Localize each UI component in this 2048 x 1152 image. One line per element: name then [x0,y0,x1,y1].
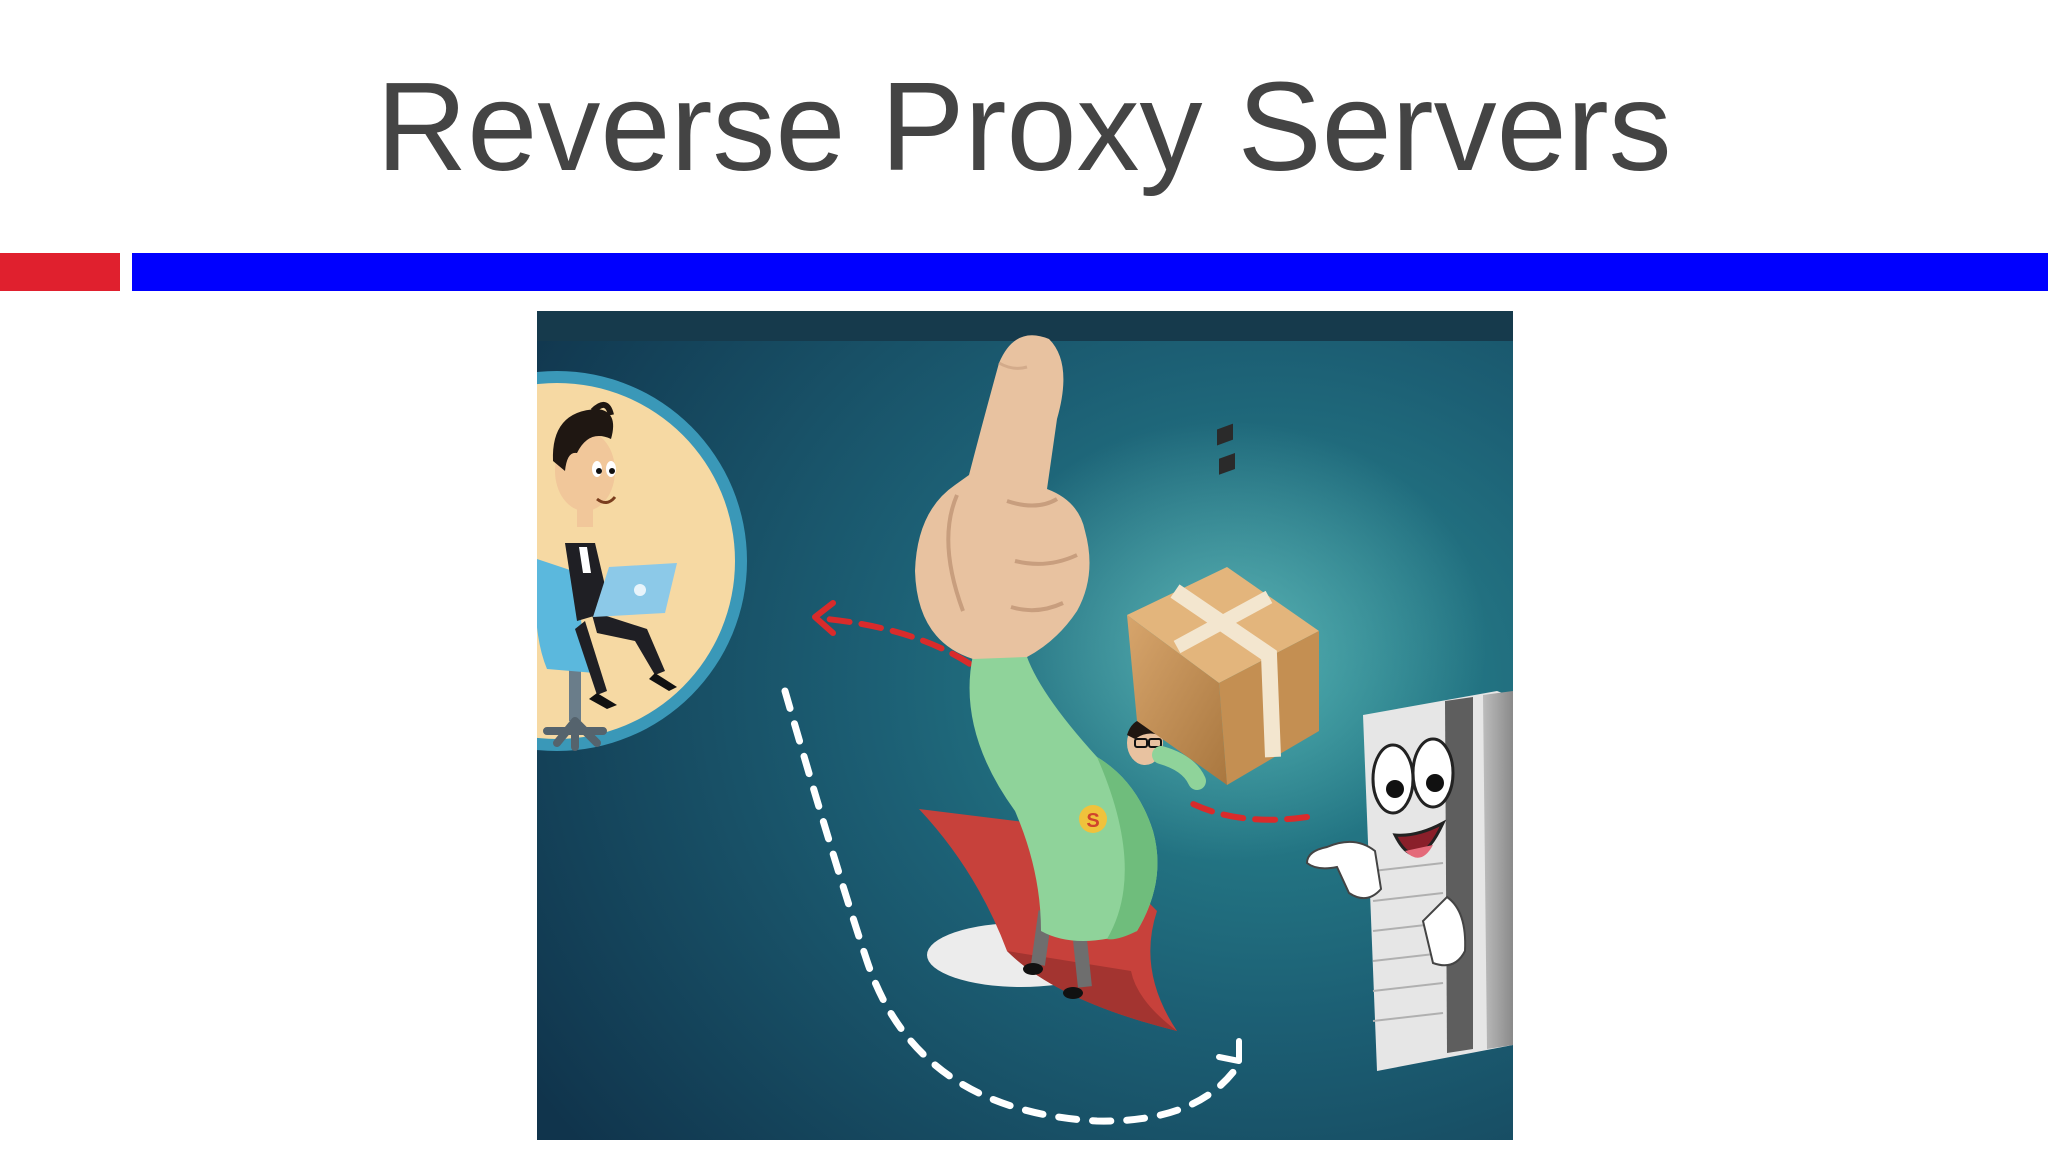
package-icon [1127,423,1319,785]
reverse-proxy-illustration: S [537,311,1513,1140]
server-mascot-icon [1305,691,1513,1071]
thumbs-up-hand-icon [915,335,1090,659]
slide-title: Reverse Proxy Servers [376,56,1672,197]
client-user-icon [537,371,747,751]
illustration-canvas: S [537,311,1513,1140]
title-accent-bar-blue [132,253,2048,291]
proxy-hero-icon: S [919,651,1206,1031]
svg-text:S: S [1086,810,1099,832]
illustration-top-band [537,311,1513,341]
title-accent-bar-red [0,253,120,291]
